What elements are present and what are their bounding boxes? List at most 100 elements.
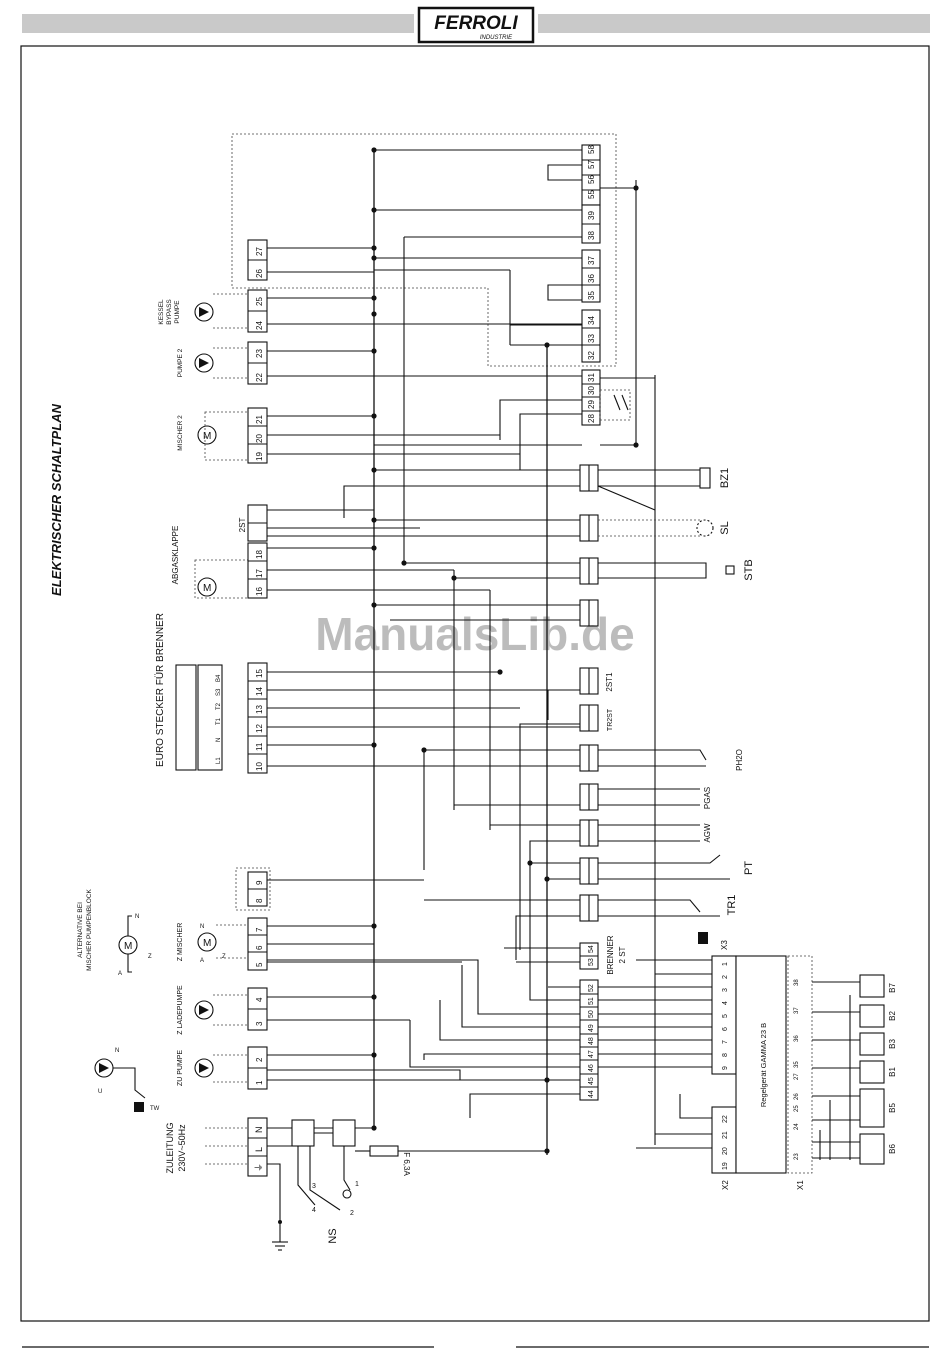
sensors-b: B7 B2 B3 B1 B5 B6 [812,974,897,1165]
svg-text:25: 25 [255,297,264,306]
svg-text:10: 10 [255,762,264,771]
svg-text:19: 19 [255,452,264,461]
terminal-block-28-31: 28 29 30 31 [499,369,631,470]
svg-text:34: 34 [587,316,596,325]
svg-text:37: 37 [587,256,596,265]
svg-text:24: 24 [255,321,264,330]
svg-text:33: 33 [587,334,596,343]
svg-text:M: M [124,941,132,952]
svg-text:B4: B4 [216,674,222,682]
regelgeraet: Regelgerät GAMMA 23 B [735,955,787,1174]
svg-text:ZULEITUNG: ZULEITUNG [165,1122,175,1173]
svg-text:BRENNER: BRENNER [606,935,615,974]
svg-text:23: 23 [794,1153,800,1160]
zu-pumpe: ZU PUMPE 1 2 [177,1046,460,1090]
svg-text:Z MISCHER: Z MISCHER [177,923,184,962]
svg-text:27: 27 [255,247,264,256]
svg-text:BYPASS: BYPASS [166,299,173,325]
svg-text:9: 9 [722,1066,729,1070]
junction-dots [371,147,639,1154]
svg-text:B3: B3 [888,1039,897,1049]
svg-text:TW: TW [150,1106,160,1112]
svg-text:6: 6 [255,945,264,950]
pumpe-2: PUMPE 2 22 23 [177,341,582,385]
svg-text:23: 23 [255,349,264,358]
pgas-switch: PGAS [454,783,712,811]
svg-text:PUMPE: PUMPE [174,300,181,324]
svg-text:MISCHER PUMPENBLOCK: MISCHER PUMPENBLOCK [86,889,93,971]
svg-text:ALTERNATIVE BEI: ALTERNATIVE BEI [77,902,84,958]
terminal-block-8-9: 8 9 [235,867,424,911]
svg-text:28: 28 [587,414,596,423]
bus-lines [373,149,656,1155]
svg-text:5: 5 [722,1014,729,1018]
terminal-row-44-52: 44 45 46 47 48 49 50 51 52 [267,959,712,1118]
svg-text:26: 26 [255,269,264,278]
svg-text:21: 21 [722,1131,729,1139]
svg-text:31: 31 [587,373,596,382]
svg-text:32: 32 [587,351,596,360]
svg-text:4: 4 [722,1001,729,1005]
svg-text:21: 21 [255,415,264,424]
x3-connector: X3 9 8 7 6 5 4 3 2 1 [636,940,737,1075]
x1-connector: X1 23 24 25 26 27 35 36 37 38 [787,955,813,1190]
svg-text:36: 36 [587,274,596,283]
svg-text:38: 38 [587,231,596,240]
svg-text:1: 1 [722,962,729,966]
svg-text:56: 56 [587,175,596,184]
svg-text:PT: PT [743,861,755,875]
svg-text:N: N [254,1127,264,1134]
svg-text:PGAS: PGAS [703,787,712,809]
svg-text:35: 35 [587,291,596,300]
terminal-block-35-37: 35 36 37 [547,249,601,303]
relay-600 [374,599,599,627]
svg-text:45: 45 [588,1077,595,1085]
svg-text:53: 53 [588,958,595,966]
sl-label: SL [719,521,731,534]
svg-text:Z: Z [222,954,226,960]
svg-text:1: 1 [355,1181,359,1188]
svg-text:5: 5 [255,962,264,967]
svg-text:3: 3 [312,1183,316,1190]
svg-text:17: 17 [255,569,264,578]
svg-text:27: 27 [794,1073,800,1080]
svg-text:2: 2 [722,975,729,979]
tr2st-relay: TR2ST [519,704,614,950]
svg-text:13: 13 [255,705,264,714]
svg-text:M: M [203,431,211,442]
svg-text:L: L [254,1147,264,1152]
svg-text:9: 9 [255,880,264,885]
page-title: ELEKTRISCHER SCHALTPLAN [49,403,64,595]
pt-switch: PT [530,854,755,885]
kessel-bypass-pumpe: KESSEL BYPASS PUMPE 24 25 [158,289,582,333]
2st-label: 2ST [238,518,247,533]
svg-text:1: 1 [255,1080,264,1085]
svg-text:B6: B6 [888,1144,897,1154]
svg-text:25: 25 [794,1105,800,1112]
terminal-block-38-39: 38 39 [581,204,601,244]
svg-text:F 6,3A: F 6,3A [402,1152,411,1176]
svg-text:12: 12 [255,724,264,733]
terminal-block-26-27: 26 27 [247,239,374,281]
svg-text:30: 30 [587,386,596,395]
terminal-block-55-58: 55 56 57 58 [547,144,601,206]
svg-text:TR1: TR1 [726,895,738,916]
svg-text:18: 18 [255,550,264,559]
svg-text:2 ST: 2 ST [618,946,627,963]
ns-label: NS [327,1228,339,1243]
page-frame [20,45,930,1322]
svg-text:X1: X1 [796,1180,805,1190]
svg-text:8: 8 [722,1053,729,1057]
terminal-block-2st: 2ST [238,504,420,542]
alternative-pump-tw: N U TW [94,1048,160,1112]
svg-text:39: 39 [587,211,596,220]
svg-text:7: 7 [255,927,264,932]
z-ladepumpe: Z LADEPUMPE 3 4 [177,985,410,1035]
terminal-block-32-34: 32 33 34 [581,309,601,363]
x2-connector: X2 19 20 21 22 [636,1094,737,1190]
svg-text:ABGASKLAPPE: ABGASKLAPPE [171,526,180,585]
svg-text:8: 8 [255,898,264,903]
svg-text:⏚: ⏚ [254,1163,264,1172]
svg-text:T2: T2 [216,702,222,710]
sl-sensor: SL [267,514,731,542]
